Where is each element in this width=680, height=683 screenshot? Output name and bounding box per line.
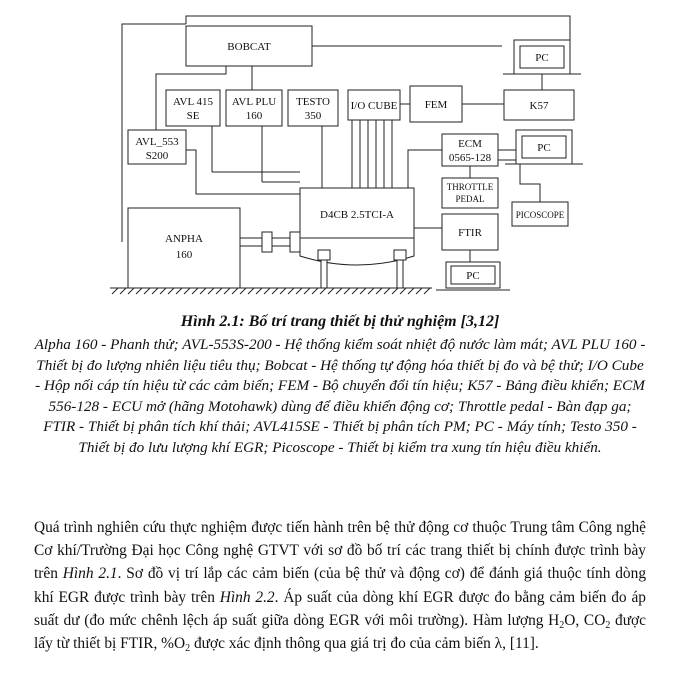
body-text-2: . Sơ đồ vị trí lắp các cảm biến (của bệ … (34, 565, 647, 606)
caption-text: Bố trí trang thiết bị thử nghiệm [3,12] (248, 313, 500, 330)
testo-label-1: TESTO (296, 96, 330, 108)
pc-bottom-screen (450, 265, 496, 285)
anpha-block (127, 207, 241, 289)
throttle-label-2: PEDAL (456, 194, 485, 204)
throttle-block (441, 177, 499, 209)
ground-hatching (111, 287, 431, 295)
testo-label-2: 350 (305, 110, 322, 122)
bobcat-block (185, 25, 313, 67)
fem-label: FEM (425, 99, 448, 111)
mount-right-top (393, 249, 407, 261)
coupling-2 (289, 231, 301, 253)
equipment-diagram: BOBCAT PC AVL 415 SE AVL PLU 160 TESTO 3… (0, 0, 680, 312)
engine-block (299, 187, 415, 239)
mount-left-top (317, 249, 331, 261)
bobcat-label: BOBCAT (227, 41, 271, 53)
avl415-label-2: SE (187, 110, 200, 122)
pc-top-screen (519, 45, 565, 69)
subscript-h2o: 2 (559, 619, 565, 631)
ecm-label-2: 0565-128 (449, 152, 492, 164)
ftir-label: FTIR (458, 227, 483, 239)
iocube-block (347, 89, 401, 121)
body-text-4: O, CO (564, 611, 606, 629)
ecm-block (441, 133, 499, 167)
frame-top-line (185, 15, 571, 40)
pc-top-label: PC (535, 52, 548, 64)
ecm-engine-link (407, 149, 442, 188)
figure-ref-2: Hình 2.2 (219, 588, 275, 606)
avl415-block (165, 89, 221, 127)
body-text-6: được xác định thông qua giá trị đo của c… (190, 635, 539, 653)
ftir-block (441, 213, 499, 251)
avl553-block (127, 129, 187, 165)
pc-bottom-label: PC (466, 270, 479, 282)
figure-ref-1: Hình 2.1 (62, 565, 118, 583)
pc-mid-screen (521, 135, 567, 159)
body-text-3: . Áp suất của dòng khí EGR được đo bằng … (34, 588, 647, 629)
subscript-co2: 2 (605, 619, 611, 631)
avlplu-block (225, 89, 283, 127)
anpha-label-1: ANPHA (165, 233, 203, 245)
coupling-1 (261, 231, 273, 253)
k57-label: K57 (530, 100, 549, 112)
avl553-label-2: S200 (146, 150, 169, 162)
iocube-label: I/O CUBE (351, 100, 398, 112)
ecm-label-1: ECM (458, 138, 482, 150)
throttle-label-1: THROTTLE (447, 182, 494, 192)
k57-block (503, 89, 575, 121)
engine-label: D4CB 2.5TCI-A (320, 209, 394, 221)
avl553-engine-link (186, 149, 300, 195)
ecm-picoscope-link (498, 159, 541, 202)
avlplu-label-2: 160 (246, 110, 263, 122)
engine-sump (299, 238, 415, 266)
frame-left-line (121, 23, 186, 242)
fem-block (409, 85, 463, 123)
figure-caption: Hình 2.1: Bố trí trang thiết bị thử nghi… (0, 312, 680, 332)
body-paragraph: Quá trình nghiên cứu thực nghiệm được ti… (34, 516, 646, 655)
subscript-o2: 2 (185, 643, 191, 655)
figure-legend: Alpha 160 - Phanh thử; AVL-553S-200 - Hệ… (34, 336, 646, 456)
avlplu-label-1: AVL PLU (232, 96, 276, 108)
body-text-5: được lấy từ thiết bị FTIR, %O (34, 611, 647, 653)
picoscope-label: PICOSCOPE (516, 210, 565, 220)
body-text-1: Quá trình nghiên cứu thực nghiệm được ti… (34, 519, 646, 583)
avl415-label-1: AVL 415 (173, 96, 214, 108)
bobcat-avl553-link (155, 66, 227, 130)
mount-right-post (396, 259, 404, 289)
picoscope-block (511, 201, 569, 227)
testo-block (287, 89, 339, 127)
avl553-label-1: AVL_553 (135, 136, 179, 148)
pc-mid-label: PC (537, 142, 550, 154)
mount-left-post (320, 259, 328, 289)
anpha-label-2: 160 (176, 249, 193, 261)
caption-prefix: Hình 2.1: (180, 313, 249, 330)
